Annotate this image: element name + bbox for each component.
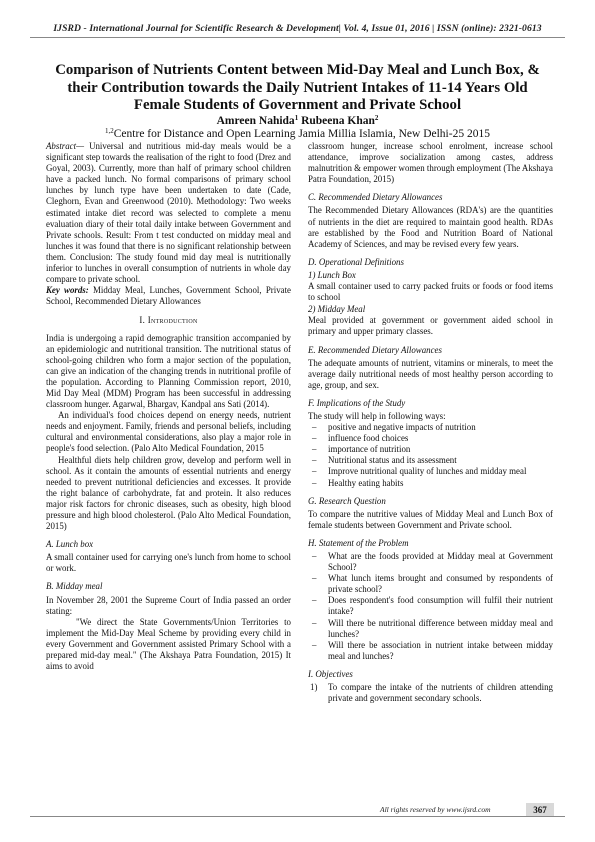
list-item: Does respondent's food consumption will … xyxy=(308,595,553,617)
author-2-sup: 2 xyxy=(374,114,379,122)
objective-text: To compare the intake of the nutrients o… xyxy=(328,682,553,704)
implications-list: positive and negative impacts of nutriti… xyxy=(308,422,553,489)
problem-list: What are the foods provided at Midday me… xyxy=(308,551,553,662)
objectives-list: 1) To compare the intake of the nutrients… xyxy=(308,682,553,704)
section-a-text: A small container used for carrying one'… xyxy=(46,552,291,574)
affiliation-sup: 1,2 xyxy=(105,127,114,135)
intro-paragraph-2: An individual's food choices depend on e… xyxy=(46,410,291,454)
author-2: Rubeena Khan xyxy=(298,115,375,127)
author-1-sup: 1 xyxy=(294,114,299,122)
definition-1-heading: 1) Lunch Box xyxy=(308,269,356,280)
section-g-text: To compare the nutritive values of Midda… xyxy=(308,508,553,530)
page-number: 367 xyxy=(526,803,554,817)
section-g-heading: G. Research Question xyxy=(308,495,386,506)
list-item: Healthy eating habits xyxy=(308,478,553,489)
list-item: importance of nutrition xyxy=(308,444,553,455)
section-h-heading: H. Statement of the Problem xyxy=(308,537,409,548)
list-item: Improve nutritional quality of lunches a… xyxy=(308,466,553,477)
intro-paragraph-1: India is undergoing a rapid demographic … xyxy=(46,332,291,410)
header-bar xyxy=(0,0,595,40)
section-d-heading: D. Operational Definitions xyxy=(308,256,404,267)
list-item: Nutritional status and its assessment xyxy=(308,455,553,466)
journal-header: IJSRD - International Journal for Scient… xyxy=(53,23,542,34)
right-continuation: classroom hunger, increase school enrolm… xyxy=(308,141,553,185)
list-item: positive and negative impacts of nutriti… xyxy=(308,422,553,433)
list-item: influence food choices xyxy=(308,433,553,444)
paper-title: Comparison of Nutrients Content between … xyxy=(55,62,540,113)
section-a-heading: A. Lunch box xyxy=(46,539,94,550)
affiliation-line: 1,2Centre for Distance and Open Learning… xyxy=(0,127,595,140)
author-1: Amreen Nahida xyxy=(216,115,295,127)
keywords: Key words: Midday Meal, Lunches, Governm… xyxy=(46,285,291,307)
list-item: Will there be association in nutrient in… xyxy=(308,640,553,662)
keywords-label: Key words: xyxy=(46,285,89,296)
left-column: Abstract— Universal and nutritious mid-d… xyxy=(46,141,291,672)
section-f-intro: The study will help in following ways: xyxy=(308,410,446,421)
section-f-heading: F. Implications of the Study xyxy=(308,397,406,408)
section-b-heading: B. Midday meal xyxy=(46,581,103,592)
authors-line: Amreen Nahida1 Rubeena Khan2 xyxy=(0,114,595,127)
section-b-quote: "We direct the State Governments/Union T… xyxy=(46,616,291,672)
section-c-heading: C. Recommended Dietary Allowances xyxy=(308,192,443,203)
list-item: Will there be nutritional difference bet… xyxy=(308,618,553,640)
abstract-text: Universal and nutritious mid-day meals w… xyxy=(46,141,291,285)
definition-1-text: A small container used to carry packed f… xyxy=(308,281,553,303)
list-item: What lunch items brought and consumed by… xyxy=(308,573,553,595)
header-divider xyxy=(30,37,565,38)
intro-heading: I. Introduction xyxy=(139,315,198,326)
list-item: 1) To compare the intake of the nutrients… xyxy=(308,682,553,704)
section-e-text: The adequate amounts of nutrient, vitami… xyxy=(308,357,553,390)
section-c-text: The Recommended Dietary Allowances (RDA'… xyxy=(308,205,553,249)
right-column: classroom hunger, increase school enrolm… xyxy=(308,141,553,704)
definition-2-heading: 2) Midday Meal xyxy=(308,304,366,315)
abstract: Abstract— Universal and nutritious mid-d… xyxy=(46,141,291,285)
footer-divider xyxy=(30,816,565,817)
section-e-heading: E. Recommended Dietary Allowances xyxy=(308,344,442,355)
section-i-heading: I. Objectives xyxy=(308,668,353,679)
section-b-text: In November 28, 2001 the Supreme Court o… xyxy=(46,594,291,616)
affiliation: Centre for Distance and Open Learning Ja… xyxy=(113,128,490,140)
footer-rights: All rights reserved by www.ijsrd.com xyxy=(380,805,491,814)
abstract-label: Abstract— xyxy=(46,141,84,151)
objective-number: 1) xyxy=(310,682,318,693)
keywords-text: Midday Meal, Lunches, Government School,… xyxy=(46,285,291,307)
definition-2-text: Meal provided at government or governmen… xyxy=(308,315,553,337)
list-item: What are the foods provided at Midday me… xyxy=(308,551,553,573)
intro-paragraph-3: Healthful diets help children grow, deve… xyxy=(46,454,291,532)
